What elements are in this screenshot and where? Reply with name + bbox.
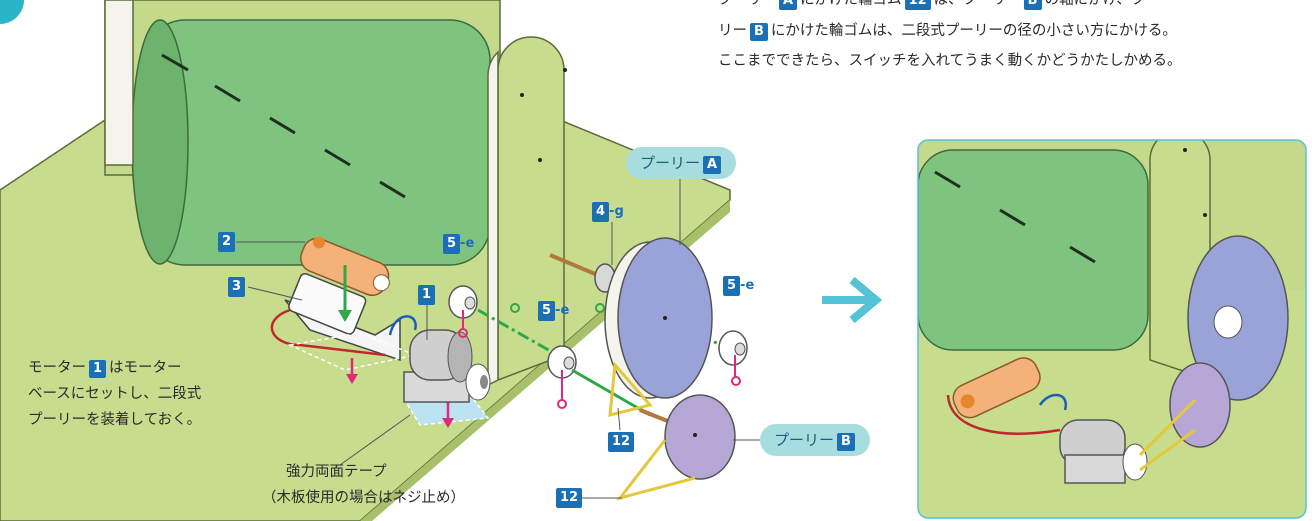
pulley-a [604,237,713,399]
left-post [104,0,134,166]
instruction-line-3: ここまでできたら、スイッチを入れてうまく動くかどうかたしかめる。 [718,53,1182,69]
blue-wire [388,315,417,336]
part-tag-3: 3 [228,277,246,297]
drum [144,19,491,266]
corner-marker [0,0,24,24]
drum-dashes [161,53,406,199]
part-tag-5e-right: 5-e [723,276,754,296]
pulley-b [664,394,736,480]
part-tag-5e-left: 5-e [443,234,474,254]
pulley-5e-left [448,285,478,319]
red-wire [270,308,386,357]
tape-note-line-1: 強力両面テープ [286,464,387,480]
part-tag-1: 1 [418,285,436,305]
part-tag-2: 2 [218,232,236,252]
part-tag-12-upper: 12 [608,432,635,452]
motor-note-line-3: プーリーを装着しておく。 [28,412,202,428]
pulley-5e-right [718,330,748,366]
left-assembly [0,0,760,521]
part-tag-4g: 4-g [592,202,624,222]
part-tag-12-lower: 12 [556,488,583,508]
part-tag-5e-mid: 5-e [538,301,569,321]
motor [403,329,491,403]
next-step-arrow [822,276,883,324]
motor-note-line-2: ベースにセットし、二段式 [28,386,202,402]
tape-note-line-2: （木板使用の場合はネジ止め） [262,490,465,506]
support-board [497,36,565,382]
result-inset [917,139,1307,519]
